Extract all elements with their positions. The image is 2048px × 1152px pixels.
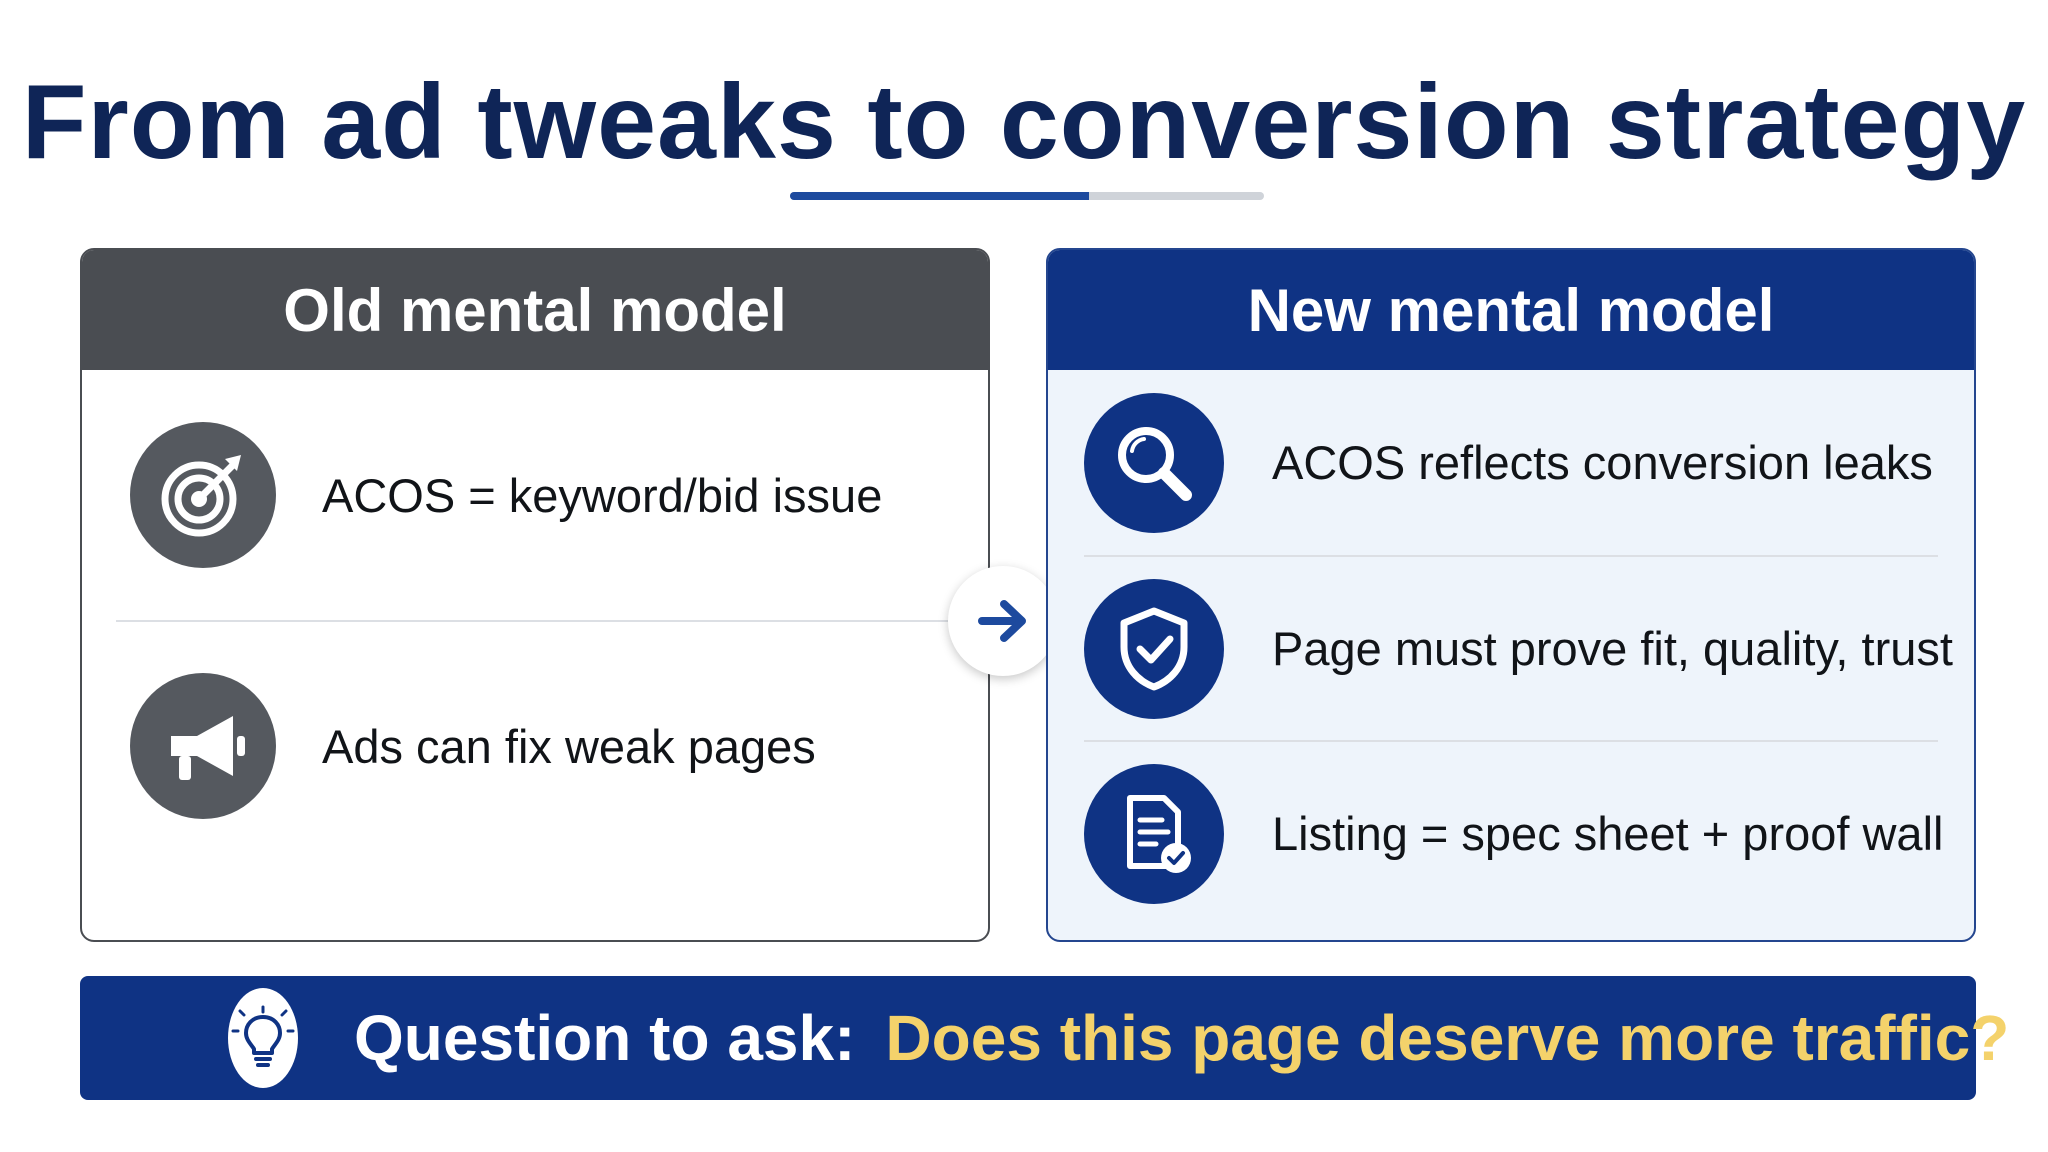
shield-check-icon [1084,578,1224,719]
new-model-item: Listing = spec sheet + proof wall [1084,740,1943,925]
lightbulb-icon [228,988,298,1088]
new-model-item-text: ACOS reflects conversion leaks [1272,436,1933,489]
new-model-item: ACOS reflects conversion leaks [1084,370,1938,555]
old-model-item: Ads can fix weak pages [116,620,954,870]
new-model-header: New mental model [1048,250,1974,370]
new-model-panel: New mental model ACOS reflects conversio… [1046,248,1976,942]
old-model-item-text: ACOS = keyword/bid issue [322,468,883,522]
target-icon [130,422,276,568]
old-model-item: ACOS = keyword/bid issue [116,370,954,620]
arrow-right-icon [948,566,1058,676]
banner-question: Does this page deserve more traffic? [885,1002,2010,1074]
megaphone-icon [130,673,276,819]
old-model-header: Old mental model [82,250,988,370]
page-title: From ad tweaks to conversion strategy [21,63,2027,181]
old-model-item-text: Ads can fix weak pages [322,719,816,773]
document-check-icon [1084,763,1224,904]
title-underline [790,192,1264,200]
new-model-item-text: Listing = spec sheet + proof wall [1272,807,1944,860]
banner-label: Question to ask: [354,1002,856,1074]
question-banner: Question to ask: Does this page deserve … [80,976,2009,1100]
old-model-panel: Old mental model ACOS = keyword/bid issu… [80,248,990,942]
new-model-item: Page must prove fit, quality, trust [1084,555,1953,740]
title-underline-accent [790,192,1089,200]
magnifier-icon [1084,392,1224,533]
new-model-item-text: Page must prove fit, quality, trust [1272,622,1953,675]
